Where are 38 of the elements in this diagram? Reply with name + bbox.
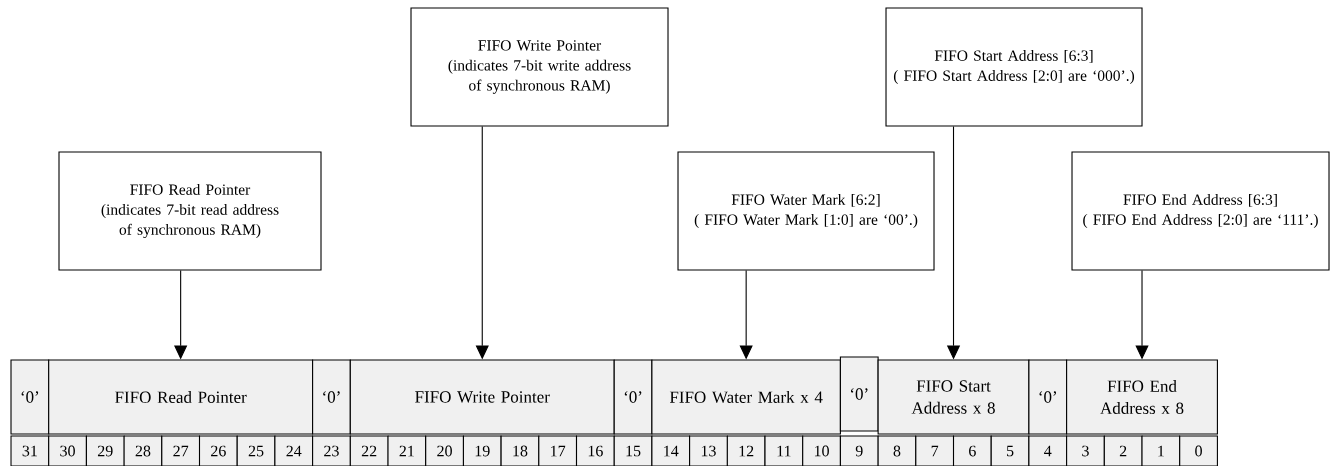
bit-number-cell: 3 — [1066, 435, 1105, 466]
bit-number-cell: 19 — [462, 435, 502, 466]
bit-number-cell: 8 — [877, 435, 917, 466]
bit-number-cell: 6 — [952, 435, 992, 466]
bit-number-cell: 15 — [613, 435, 653, 466]
bit-number-cell: 25 — [236, 435, 276, 466]
bit-number-cell: 18 — [500, 435, 540, 466]
bit-number-cell: 7 — [915, 435, 955, 466]
bit-number-cell: 0 — [1179, 435, 1218, 466]
bit-number-cell: 28 — [123, 435, 163, 466]
bit-number-cell: 29 — [85, 435, 125, 466]
bit-number-cell: 30 — [48, 435, 87, 466]
bit-number-cell: 27 — [161, 435, 201, 466]
bit-number-cell: 2 — [1103, 435, 1143, 466]
bit-number-cell: 21 — [387, 435, 427, 466]
register-field: ‘0’ — [839, 356, 879, 432]
bit-number-cell: 23 — [312, 435, 351, 466]
bit-number-cell: 5 — [990, 435, 1030, 466]
bit-number-cell: 11 — [764, 435, 804, 466]
bit-number-cell: 26 — [198, 435, 238, 466]
bit-number-cell: 22 — [349, 435, 389, 466]
callout-box: FIFO End Address [6:3] ( FIFO End Address [2:0] are ‘111’.) — [1071, 151, 1330, 271]
bit-number-cell: 14 — [651, 435, 691, 466]
bit-number-cell: 9 — [839, 435, 879, 466]
bit-number-cell: 4 — [1028, 435, 1068, 466]
bit-number-cell: 1 — [1141, 435, 1181, 466]
callout-box: FIFO Water Mark [6:2] ( FIFO Water Mark [1:0] are ‘00’.) — [677, 151, 935, 271]
callout-box: FIFO Write Pointer (indicates 7-bit write address of synchronous RAM) — [410, 7, 669, 127]
bit-number-cell: 12 — [726, 435, 766, 466]
bit-number-cell: 24 — [274, 435, 314, 466]
bit-number-cell: 20 — [425, 435, 464, 466]
callout-box: FIFO Read Pointer (indicates 7-bit read address of synchronous RAM) — [58, 151, 322, 271]
bit-number-cell: 16 — [575, 435, 615, 466]
callout-box: FIFO Start Address [6:3] ( FIFO Start Address [2:0] are ‘000’.) — [885, 7, 1143, 127]
bit-number-cell: 13 — [689, 435, 728, 466]
bit-number-cell: 17 — [538, 435, 578, 466]
bit-number-cell: 31 — [10, 435, 50, 466]
bit-number-cell: 10 — [802, 435, 841, 466]
